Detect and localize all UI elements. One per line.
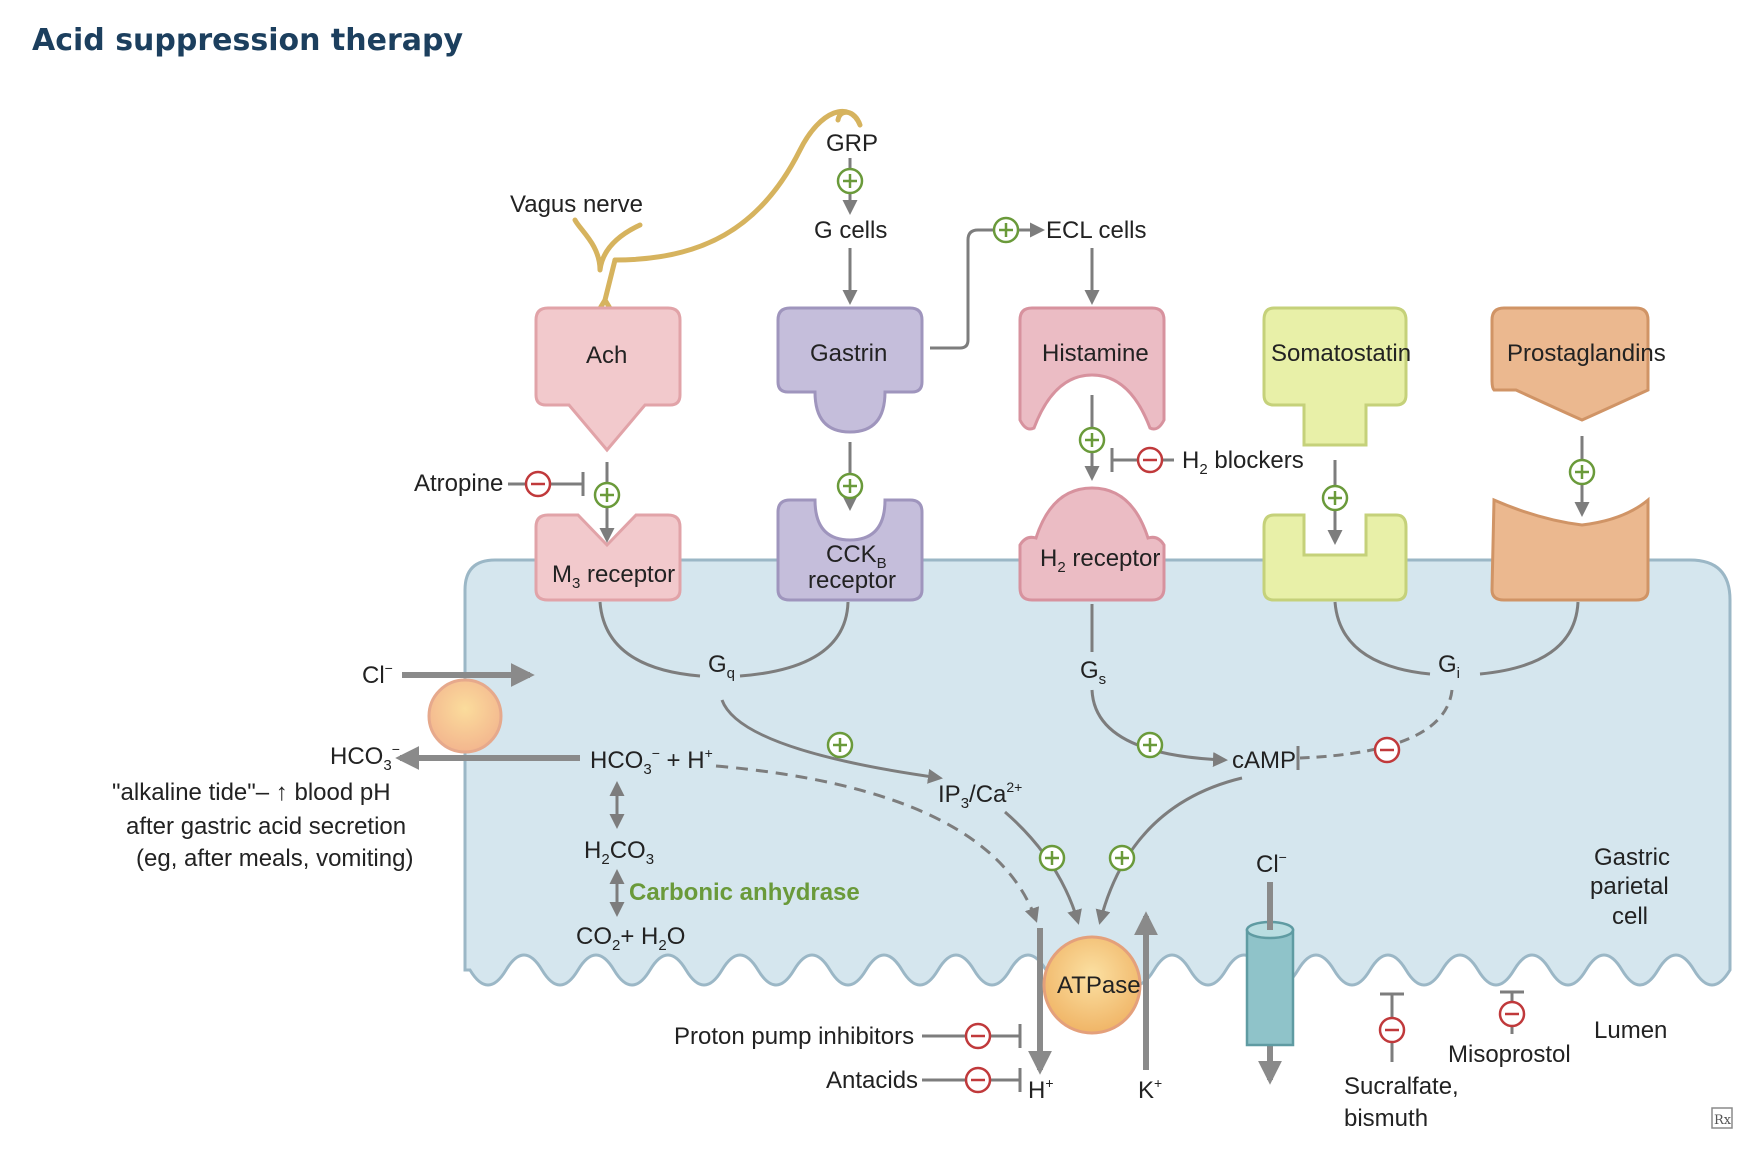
rx-logo: Rx [1711,1107,1733,1129]
h-k-atpase [1042,935,1142,1035]
gq-to-ip3-arrow [720,699,943,784]
svg-text:Rx: Rx [1714,1113,1732,1128]
antacids-label: Antacids [826,1067,918,1094]
cckb-receptor-label: CCKB [826,541,887,572]
inhibit-icon [1373,736,1401,764]
page-title: Acid suppression therapy [32,23,463,58]
sucralfate-label-2: bismuth [1344,1105,1428,1132]
proton-to-pump-dashed-arrow [715,764,1040,923]
inhibit-icon [1498,1000,1526,1028]
co2-h2o-label: CO2+ H2O [576,923,685,954]
camp-to-atpase-arrow [1095,776,1243,925]
stimulate-icon [836,472,864,500]
camp-label: cAMP [1232,747,1296,774]
ppi-label: Proton pump inhibitors [674,1023,914,1050]
atropine-label: Atropine [414,470,503,497]
m3-receptor [534,513,682,602]
vagus-nerve-fiber [572,108,863,273]
vagus-nerve-label: Vagus nerve [510,191,643,218]
inhibit-icon [524,470,552,498]
stimulate-icon [1038,844,1066,872]
g-cells-label: G cells [814,217,887,244]
alkaline-tide-line-2: after gastric acid secretion [126,813,406,840]
inhibit-icon [964,1066,992,1094]
gastrin-to-ecl-arrow [930,222,1045,350]
atpase-label: ATPase [1057,972,1141,999]
prostaglandin-receptor [1490,496,1650,602]
inhibit-icon [964,1022,992,1050]
alkaline-tide-line-1: "alkaline tide"– ↑ blood pH [112,779,391,806]
cl-in-label: Cl− [362,660,393,689]
stimulate-icon [1108,844,1136,872]
alkaline-tide-line-3: (eg, after meals, vomiting) [136,845,413,872]
prostaglandins-label: Prostaglandins [1507,340,1666,367]
lumen-label: Lumen [1594,1017,1667,1044]
gastrin-ligand [776,306,924,434]
m3-to-gq-line [598,601,701,678]
hco3-out-label: HCO3− [330,741,400,774]
prosta-to-gi-line [1479,601,1580,676]
gastric-label-2: parietal [1590,873,1669,900]
gi-label: Gi [1438,651,1460,682]
grp-label: GRP [826,130,878,157]
sucralfate-label-1: Sucralfate, [1344,1073,1459,1100]
gastric-label-1: Gastric [1594,844,1670,871]
somatostatin-ligand [1262,306,1408,447]
somatostatin-label: Somatostatin [1271,340,1411,367]
stimulate-icon [992,216,1020,244]
cl-channel-label: Cl− [1256,849,1287,878]
stimulate-icon [593,481,621,509]
somato-to-gi-line [1333,601,1431,676]
h2co3-label: H2CO3 [584,837,654,868]
h2-receptor-label: H2 receptor [1040,545,1160,576]
hco3-cl-antiporter [427,678,503,754]
cckb-to-gq-line [739,601,850,678]
stimulate-icon [1321,484,1349,512]
histamine-ligand [1018,306,1166,431]
histamine-label: Histamine [1042,340,1149,367]
chloride-channel [1245,920,1295,1047]
stimulate-icon [1078,426,1106,454]
m3-receptor-label: M3 receptor [552,561,675,592]
inhibit-icon [1136,446,1164,474]
ach-ligand [534,306,682,453]
ecl-cells-label: ECL cells [1046,217,1146,244]
somatostatin-receptor [1262,513,1408,602]
k-plus-label: K+ [1138,1075,1162,1104]
ach-label: Ach [586,342,627,369]
misoprostol-label: Misoprostol [1448,1041,1571,1068]
hco3-h-label: HCO3− + H+ [590,745,713,778]
gastrin-label: Gastrin [810,340,887,367]
gastric-label-3: cell [1612,903,1648,930]
gs-to-camp-arrow [1090,689,1228,768]
stimulate-icon [826,731,854,759]
prostaglandins-ligand [1490,306,1650,422]
carbonic-anhydrase-label: Carbonic anhydrase [629,879,860,906]
cckb-receptor [776,498,924,602]
stimulate-icon [836,167,864,195]
h-plus-label: H+ [1028,1075,1054,1104]
h2-receptor [1018,486,1166,602]
stimulate-icon [1136,731,1164,759]
cckb-receptor-label-2: receptor [808,567,896,594]
inhibit-icon [1378,1016,1406,1044]
h2-blockers-label: H2 blockers [1182,447,1304,478]
stimulate-icon [1568,458,1596,486]
parietal-cell [463,558,1732,987]
